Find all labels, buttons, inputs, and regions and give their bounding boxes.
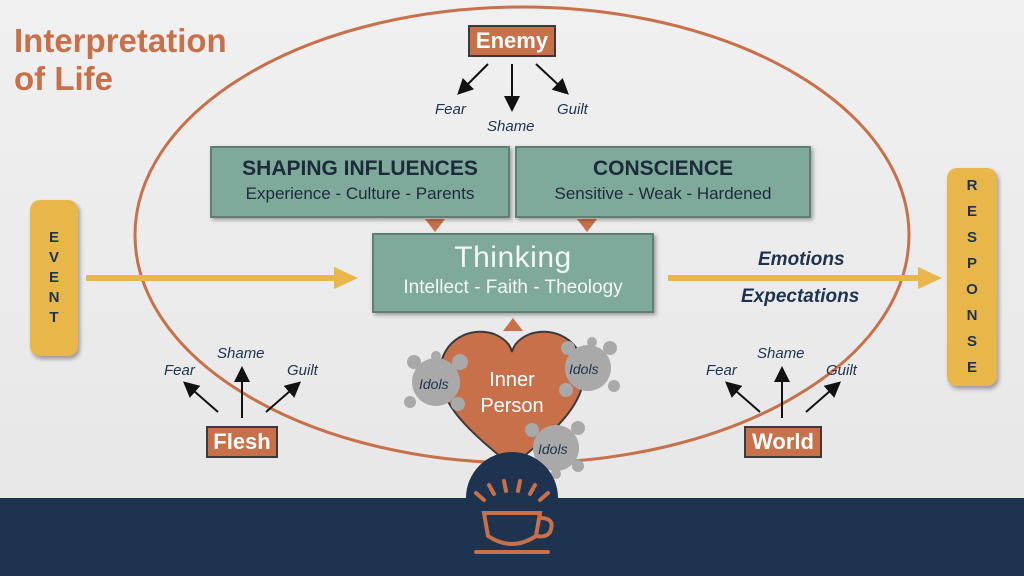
title-line-2: of Life [14, 60, 113, 97]
event-pill: E V E N T [30, 200, 78, 356]
thinking-sub: Intellect - Faith - Theology [403, 277, 623, 298]
thinking-heading: Thinking [454, 241, 572, 274]
world-fear-label: Fear [706, 362, 737, 379]
response-letter: N [966, 307, 978, 324]
coffee-cup-logo-icon [466, 452, 558, 554]
world-arrows [724, 366, 842, 418]
event-arrow [86, 267, 358, 289]
inner-person-line-1: Inner [489, 369, 535, 391]
emotions-label: Emotions [758, 249, 845, 270]
event-letter: E [48, 269, 59, 286]
enemy-shame-label: Shame [487, 118, 535, 135]
idol-label: Idols [419, 376, 449, 392]
response-letter: R [966, 177, 978, 194]
conscience-sub: Sensitive - Weak - Hardened [554, 184, 772, 203]
event-letter: E [48, 229, 59, 246]
enemy-arrows [457, 63, 569, 112]
flesh-shame-label: Shame [217, 345, 265, 362]
world-guilt-label: Guilt [826, 362, 857, 379]
flesh-fear-label: Fear [164, 362, 195, 379]
event-letter: V [48, 249, 59, 266]
enemy-box: Enemy [468, 25, 556, 57]
page-title: Interpretation of Life [14, 22, 227, 98]
response-letter: O [966, 281, 978, 298]
response-letter: S [966, 333, 977, 350]
shaping-influences-sub: Experience - Culture - Parents [245, 184, 475, 203]
inner-person-label: Inner Person [472, 367, 552, 419]
conscience-box: CONSCIENCE Sensitive - Weak - Hardened [515, 146, 811, 218]
enemy-fear-label: Fear [435, 101, 466, 118]
expectations-label: Expectations [741, 286, 860, 307]
conscience-heading: CONSCIENCE [592, 157, 734, 180]
world-box: World [744, 426, 822, 458]
idol-label: Idols [569, 361, 599, 377]
response-letter: S [966, 229, 977, 246]
conscience-down-arrow [577, 219, 597, 232]
splat-icon [404, 351, 468, 411]
shaping-influences-heading: SHAPING INFLUENCES [242, 157, 478, 180]
flesh-guilt-label: Guilt [287, 362, 318, 379]
response-letter: E [966, 203, 977, 220]
idol-label: Idols [538, 441, 568, 457]
event-letter: T [49, 309, 59, 326]
response-arrow [668, 267, 942, 289]
splat-icon [559, 337, 620, 397]
response-pill: R E S P O N S E [947, 168, 997, 386]
shaping-influences-box: SHAPING INFLUENCES Experience - Culture … [210, 146, 510, 218]
response-letter: E [966, 359, 977, 376]
enemy-guilt-label: Guilt [557, 101, 588, 118]
title-line-1: Interpretation [14, 22, 227, 59]
response-letter: P [966, 255, 977, 272]
shaping-down-arrow [425, 219, 445, 232]
inner-person-line-2: Person [480, 395, 544, 417]
flesh-arrows [182, 366, 302, 418]
thinking-box: Thinking Intellect - Faith - Theology [372, 233, 654, 313]
world-shame-label: Shame [757, 345, 805, 362]
flesh-box: Flesh [206, 426, 278, 458]
inner-up-arrow [503, 318, 523, 331]
event-letter: N [48, 289, 60, 306]
